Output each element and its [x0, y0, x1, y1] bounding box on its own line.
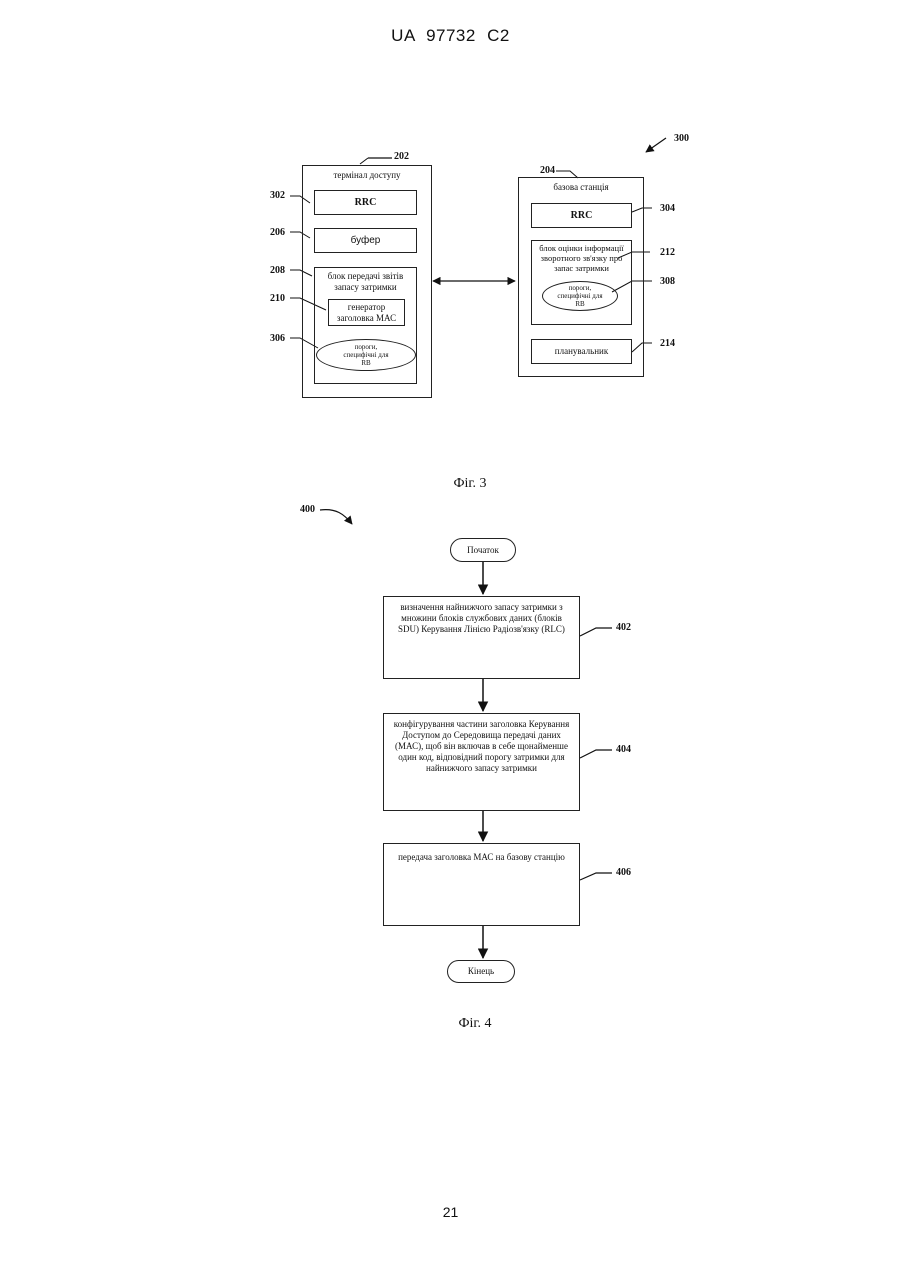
- step-402-text: визначення найнижчого запасу затримки з …: [390, 602, 573, 635]
- ref-204: 204: [540, 165, 555, 176]
- ref-210: 210: [270, 293, 285, 304]
- ref-402: 402: [616, 622, 631, 633]
- base-station-title: базова станція: [518, 182, 644, 193]
- step-406-text: передача заголовка МАС на базову станцію: [390, 852, 573, 863]
- ref-202: 202: [394, 151, 409, 162]
- terminal-thresholds-label: пороги, специфічні для RB: [340, 343, 392, 367]
- ref-214: 214: [660, 338, 675, 349]
- delay-report-block-label: блок передачі звітів запасу затримки: [318, 271, 413, 293]
- mac-header-generator-box: генератор заголовка МАС: [328, 299, 405, 326]
- buffer-label: буфер: [351, 235, 381, 246]
- ref-406: 406: [616, 867, 631, 878]
- scheduler-box: планувальник: [531, 339, 632, 364]
- step-402-box: визначення найнижчого запасу затримки з …: [383, 596, 580, 679]
- ref-306: 306: [270, 333, 285, 344]
- figure-300-arrow: [646, 138, 666, 152]
- fig4-caption: Фіг. 4: [425, 1016, 525, 1032]
- ref-404: 404: [616, 744, 631, 755]
- terminal-rrc-box: RRC: [314, 190, 417, 215]
- terminal-thresholds-oval: пороги, специфічні для RB: [316, 339, 416, 371]
- access-terminal-title: термінал доступу: [302, 170, 432, 181]
- leader-404: [580, 750, 612, 758]
- ref-400: 400: [300, 504, 315, 515]
- ref-304: 304: [660, 203, 675, 214]
- ref-308: 308: [660, 276, 675, 287]
- ref-300: 300: [674, 133, 689, 144]
- ref-208: 208: [270, 265, 285, 276]
- step-404-box: конфігурування частини заголовка Керуван…: [383, 713, 580, 811]
- leader-402: [580, 628, 612, 636]
- step-404-text: конфігурування частини заголовка Керуван…: [388, 719, 575, 774]
- buffer-box: буфер: [314, 228, 417, 253]
- page-number: 21: [0, 1204, 901, 1220]
- leader-406: [580, 873, 612, 880]
- base-station-thresholds-label: пороги, специфічні для RB: [554, 284, 606, 308]
- step-406-box: передача заголовка МАС на базову станцію: [383, 843, 580, 926]
- figure-400-arrow: [320, 510, 352, 524]
- fig3-caption: Фіг. 3: [420, 476, 520, 492]
- ref-302: 302: [270, 190, 285, 201]
- end-label: Кінець: [468, 966, 494, 977]
- ref-212: 212: [660, 247, 675, 258]
- mac-header-generator-label: генератор заголовка МАС: [329, 302, 404, 324]
- start-terminator: Початок: [450, 538, 516, 562]
- end-terminator: Кінець: [447, 960, 515, 983]
- base-station-thresholds-oval: пороги, специфічні для RB: [542, 281, 618, 311]
- ref-206: 206: [270, 227, 285, 238]
- start-label: Початок: [467, 545, 499, 556]
- feedback-evaluation-block-label: блок оцінки інформації зворотного зв'язк…: [533, 243, 630, 273]
- terminal-rrc-label: RRC: [355, 197, 377, 208]
- scheduler-label: планувальник: [555, 346, 608, 357]
- base-station-rrc-box: RRC: [531, 203, 632, 228]
- base-station-rrc-label: RRC: [571, 210, 593, 221]
